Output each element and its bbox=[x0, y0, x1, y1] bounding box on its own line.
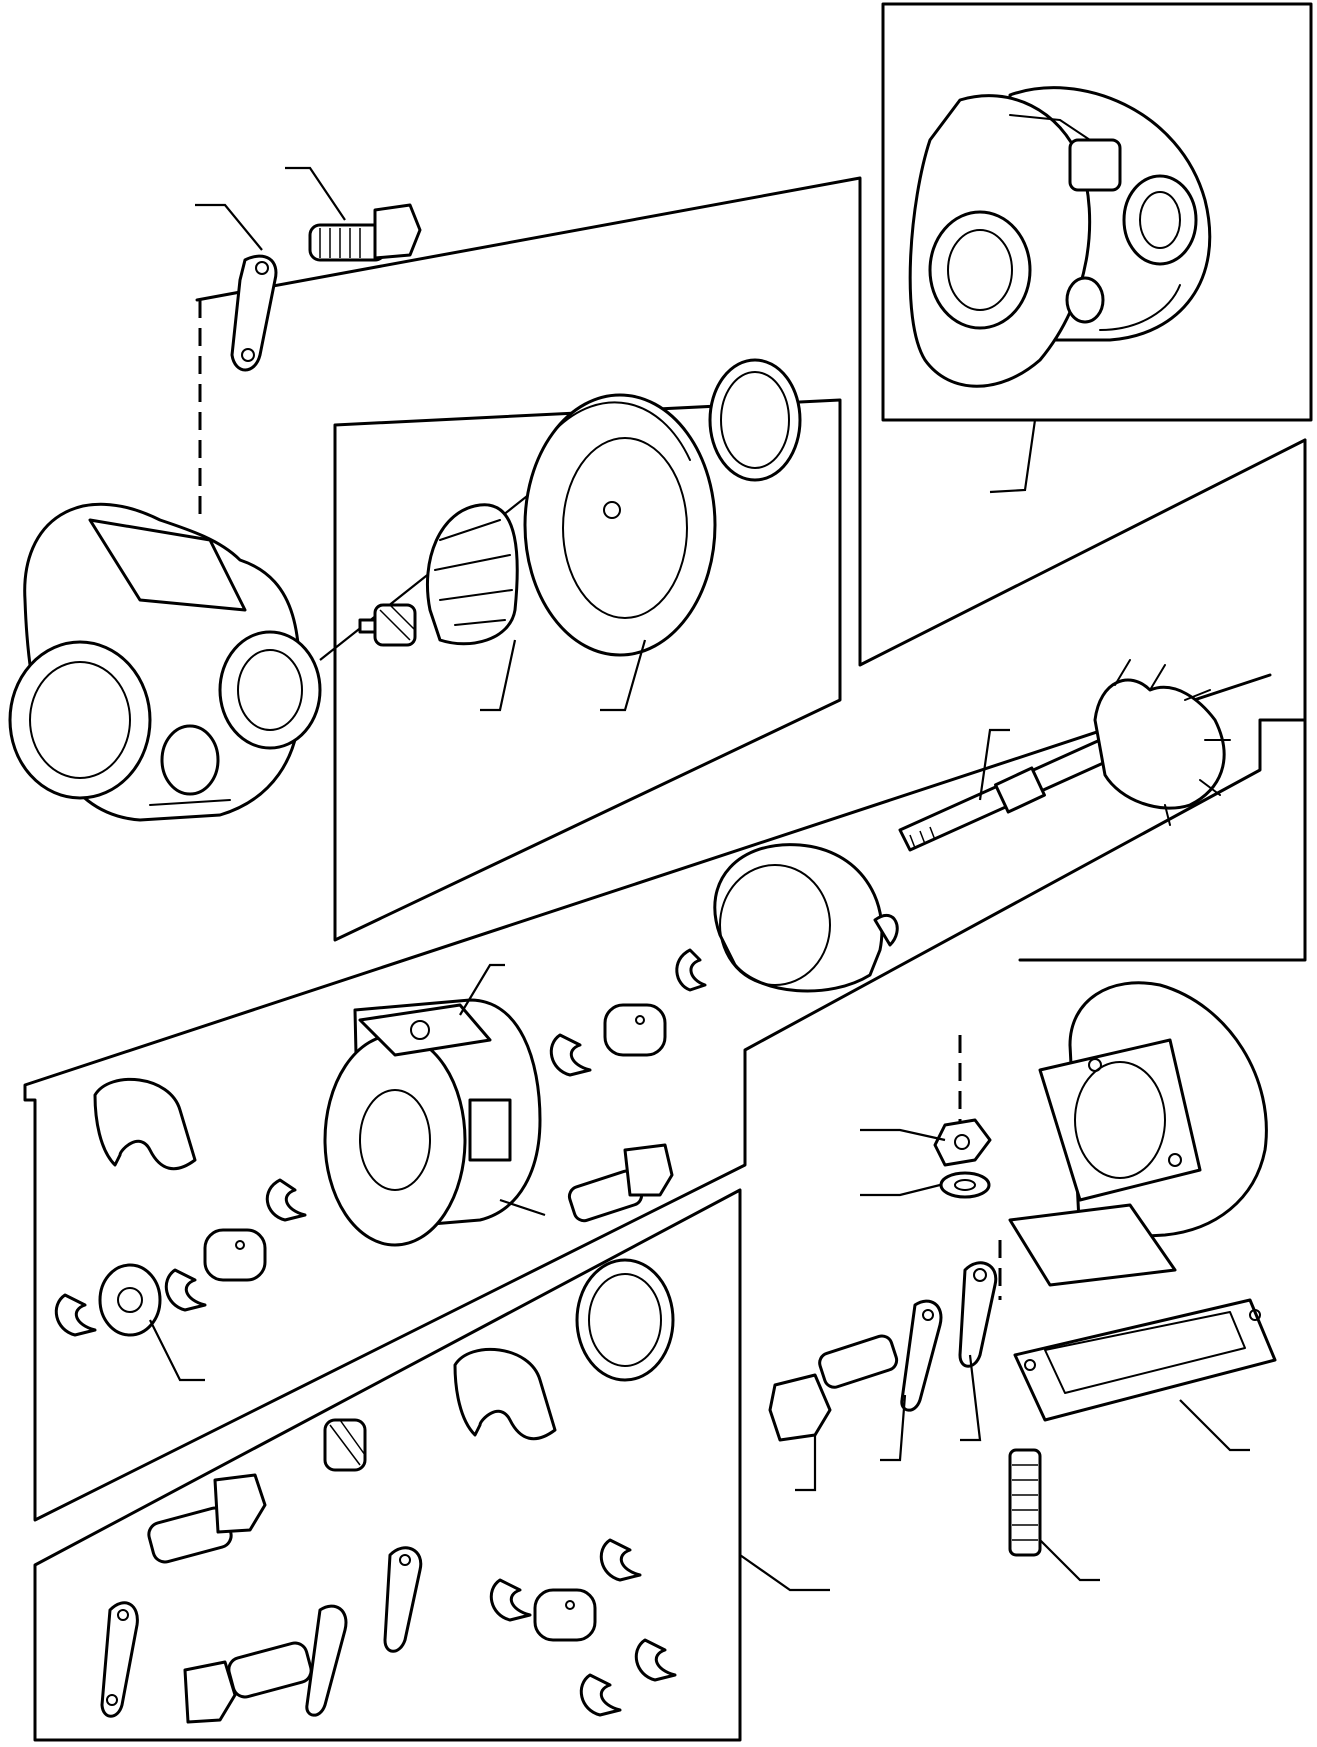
repair-kit-group bbox=[100, 1258, 830, 1724]
lock-tab-icon-right bbox=[880, 1299, 943, 1462]
snap-ring-icon-kit-1 bbox=[599, 1538, 642, 1582]
turbine-housing-icon bbox=[1008, 981, 1268, 1287]
back-plate-icon bbox=[523, 393, 717, 712]
nut-icon-kit bbox=[323, 1418, 367, 1472]
stud-icon bbox=[1008, 1448, 1100, 1582]
heat-shield-icon bbox=[713, 843, 899, 993]
assembled-turbocharger-icon bbox=[908, 86, 1212, 388]
envelope-upper bbox=[195, 176, 862, 432]
compressor-housing-icon bbox=[8, 469, 561, 822]
inset-complete-turbocharger bbox=[881, 2, 1313, 494]
thrust-collar-icon-kit bbox=[453, 1347, 557, 1441]
envelope-inset-link bbox=[858, 418, 1307, 667]
envelope-turbine-housing bbox=[1018, 718, 1307, 962]
compressor-wheel-icon bbox=[425, 503, 519, 712]
compressor-nut-icon bbox=[358, 603, 417, 647]
snap-ring-icon-3 bbox=[265, 1178, 307, 1222]
bolt-icon-center bbox=[499, 1143, 674, 1223]
lock-plate-icon-kit-2 bbox=[383, 1546, 423, 1653]
snap-ring-icon-kit-4 bbox=[579, 1673, 622, 1717]
center-housing-icon bbox=[323, 963, 542, 1247]
bearing-bushing-icon-lower bbox=[203, 1228, 267, 1282]
lock-tab-icon-kit bbox=[305, 1604, 348, 1717]
lock-plate-icon-right bbox=[958, 1261, 998, 1442]
gasket-icon bbox=[1013, 1298, 1277, 1452]
inset-frame bbox=[881, 2, 1313, 422]
bearing-bushing-icon-upper bbox=[603, 1003, 667, 1057]
snap-ring-icon-5 bbox=[54, 1293, 97, 1337]
o-ring-icon-upper bbox=[708, 358, 802, 482]
snap-ring-icon-kit-3 bbox=[634, 1638, 677, 1682]
bolt-icon-right bbox=[768, 1334, 899, 1492]
turbine-shaft-icon bbox=[898, 728, 1112, 852]
bolt-icon-upper bbox=[285, 166, 422, 262]
nut-icon bbox=[860, 1118, 992, 1167]
snap-ring-icon-4 bbox=[164, 1268, 207, 1312]
o-ring-icon-kit bbox=[575, 1258, 675, 1382]
snap-ring-icon-2 bbox=[549, 1033, 592, 1077]
callout-leader-inset bbox=[989, 419, 1037, 494]
bolt-icon-kit-2 bbox=[183, 1641, 313, 1724]
lock-plate-icon-kit-1 bbox=[100, 1601, 139, 1718]
envelope-repair-kit bbox=[33, 1188, 742, 1742]
turbine-wheel-icon bbox=[1093, 659, 1231, 826]
thrust-bearing-icon bbox=[98, 1263, 205, 1382]
callout-leader-kit bbox=[739, 1554, 830, 1592]
assembly-envelope bbox=[23, 176, 1307, 1742]
bolt-icon-kit-1 bbox=[147, 1473, 267, 1564]
envelope-compressor-wheel bbox=[333, 398, 842, 942]
lock-plate-icon bbox=[195, 203, 278, 372]
snap-ring-icon-1 bbox=[675, 948, 707, 992]
snap-ring-icon-kit-2 bbox=[489, 1578, 532, 1622]
washer-icon bbox=[860, 1171, 991, 1199]
thrust-collar-icon bbox=[93, 1077, 197, 1171]
envelope-center-housing bbox=[23, 438, 1307, 1522]
bearing-bushing-icon-kit bbox=[533, 1588, 597, 1642]
